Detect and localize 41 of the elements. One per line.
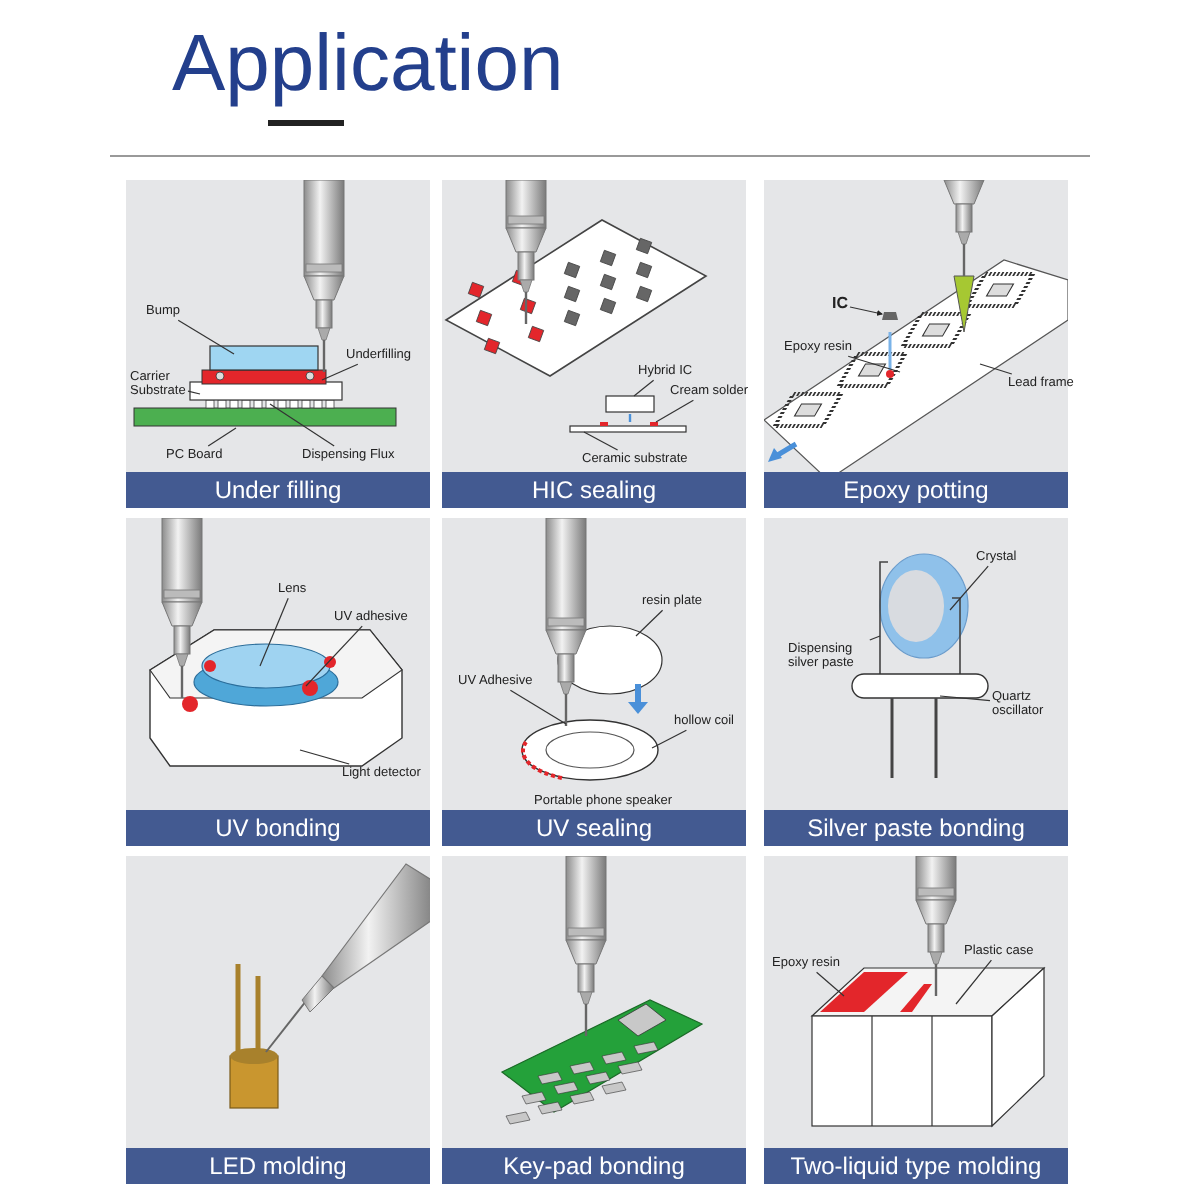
panel-caption: Two-liquid type molding bbox=[764, 1148, 1068, 1184]
panel-caption: UV bonding bbox=[126, 810, 430, 846]
leader-line bbox=[949, 565, 989, 611]
panel-caption: LED molding bbox=[126, 1148, 430, 1184]
leader-line bbox=[816, 971, 845, 997]
leader-line bbox=[979, 363, 1013, 375]
callout-label: IC bbox=[832, 296, 848, 314]
panel-caption: Epoxy potting bbox=[764, 472, 1068, 508]
application-panel bbox=[764, 518, 1068, 846]
leader-line bbox=[955, 959, 992, 1005]
arrow bbox=[849, 306, 883, 316]
leader-line bbox=[509, 689, 567, 725]
application-panel bbox=[126, 518, 430, 846]
application-panel bbox=[442, 856, 746, 1184]
leader-line bbox=[655, 399, 694, 423]
leader-line bbox=[583, 431, 619, 451]
application-panel bbox=[442, 180, 746, 508]
panel-caption: Key-pad bonding bbox=[442, 1148, 746, 1184]
leader-line bbox=[207, 427, 237, 447]
leader-line bbox=[847, 355, 901, 373]
leader-line bbox=[651, 729, 687, 749]
leader-line bbox=[869, 635, 881, 641]
application-panel bbox=[126, 180, 430, 508]
leader-line bbox=[635, 609, 664, 637]
page-title: Application bbox=[172, 20, 564, 108]
panel-caption: HIC sealing bbox=[442, 472, 746, 508]
leader-line bbox=[187, 390, 201, 395]
leader-line bbox=[259, 597, 289, 667]
leader-line bbox=[305, 625, 363, 687]
leader-line bbox=[633, 379, 655, 397]
leader-line bbox=[177, 319, 235, 355]
leader-line bbox=[269, 403, 335, 447]
leader-line bbox=[939, 695, 991, 702]
panel-caption: UV sealing bbox=[442, 810, 746, 846]
application-panel bbox=[442, 518, 746, 846]
application-panel bbox=[126, 856, 430, 1184]
leader-line bbox=[299, 749, 350, 765]
panel-caption: Silver paste bonding bbox=[764, 810, 1068, 846]
panel-caption: Under filling bbox=[126, 472, 430, 508]
leader-line bbox=[321, 363, 359, 381]
application-panel bbox=[764, 856, 1068, 1184]
